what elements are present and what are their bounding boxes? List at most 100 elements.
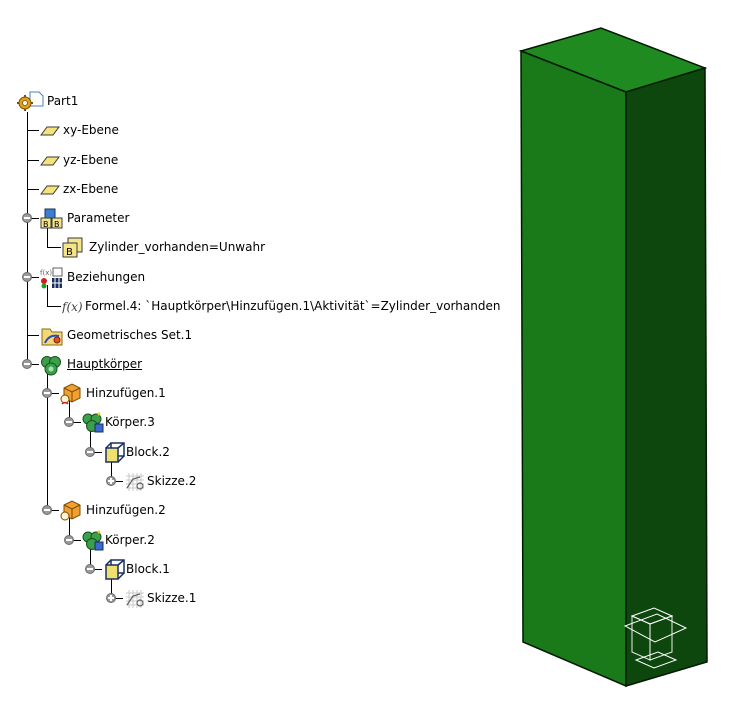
tree-node-main-body[interactable]: Hauptkörper [40, 353, 143, 376]
tree-node-xy-plane[interactable]: xy-Ebene [40, 119, 119, 141]
plane-icon [40, 150, 60, 170]
tree-label: Geometrisches Set.1 [67, 328, 193, 342]
body-icon [82, 412, 104, 433]
tree-node-pad-1[interactable]: Block.1 [103, 558, 170, 580]
tree-label: Parameter [67, 211, 130, 225]
block-side-face [625, 66, 708, 688]
tree-node-yz-plane[interactable]: yz-Ebene [40, 149, 118, 171]
tree-label: Formel.4: `Hauptkörper\Hinzufügen.1\Akti… [85, 299, 501, 313]
collapse-toggle[interactable] [42, 388, 52, 398]
tree-line [47, 372, 48, 510]
tree-line [90, 431, 91, 453]
tree-line [47, 510, 59, 511]
block-front-face [520, 49, 627, 688]
tree-label: yz-Ebene [63, 153, 119, 167]
tree-node-body-3[interactable]: Körper.3 [82, 411, 155, 433]
svg-text:f(x): f(x) [40, 269, 52, 277]
svg-text:f(x): f(x) [62, 300, 83, 314]
tree-label: Hinzufügen.2 [86, 503, 166, 517]
tree-line [90, 452, 102, 453]
tree-node-parameter-value[interactable]: B Zylinder_vorhanden=Unwahr [62, 236, 265, 258]
body-icon [40, 354, 61, 376]
part-gear-icon [16, 91, 44, 111]
tree-line [47, 247, 61, 248]
collapse-toggle[interactable] [85, 564, 95, 574]
tree-line [90, 569, 102, 570]
tree-line [69, 518, 70, 540]
tree-line [111, 577, 112, 599]
tree-node-body-2[interactable]: Körper.2 [82, 529, 155, 551]
plane-icon [40, 179, 60, 199]
collapse-toggle[interactable] [42, 505, 52, 515]
tree-label: zx-Ebene [63, 182, 119, 196]
tree-label: Körper.3 [105, 415, 155, 429]
tree-line [47, 285, 48, 307]
tree-line [27, 160, 39, 161]
tree-label: Part1 [47, 94, 79, 108]
tree-line [47, 306, 61, 307]
parameter-icon: B B [40, 208, 63, 229]
tree-node-part1[interactable]: Part1 [16, 90, 78, 112]
tree-line [111, 598, 123, 599]
tree-line [69, 422, 81, 423]
tree-label: xy-Ebene [63, 123, 119, 137]
collapse-toggle[interactable] [64, 535, 74, 545]
plane-icon [40, 120, 60, 140]
svg-text:B: B [43, 220, 49, 229]
tree-node-add-1[interactable]: Hinzufügen.1 [60, 382, 166, 405]
expand-toggle[interactable] [106, 476, 116, 486]
tree-line [27, 364, 39, 365]
tree-label: Block.1 [126, 562, 170, 576]
tree-label: Skizze.2 [147, 474, 197, 488]
tree-node-formula[interactable]: f(x) Formel.4: `Hauptkörper\Hinzufügen.1… [62, 295, 500, 317]
collapse-toggle[interactable] [64, 417, 74, 427]
tree-label: Skizze.1 [147, 591, 197, 605]
tree-line [90, 548, 91, 570]
tree-node-pad-2[interactable]: Block.2 [103, 441, 170, 463]
collapse-toggle[interactable] [22, 213, 32, 223]
tree-label: Hinzufügen.1 [86, 386, 166, 400]
3d-viewport[interactable] [510, 20, 740, 700]
tree-line [69, 401, 70, 423]
tree-line [69, 540, 81, 541]
add-operation-icon [60, 383, 81, 405]
tree-node-sketch-2[interactable]: Skizze.2 [124, 470, 196, 492]
geometrical-set-icon [40, 325, 63, 346]
tree-node-relations[interactable]: f(x) Beziehungen [40, 266, 146, 289]
tree-node-geometrical-set[interactable]: Geometrisches Set.1 [40, 324, 192, 346]
tree-line [111, 481, 123, 482]
tree-node-zx-plane[interactable]: zx-Ebene [40, 178, 118, 200]
pad-icon [103, 442, 125, 463]
tree-label: Körper.2 [105, 533, 155, 547]
collapse-toggle[interactable] [85, 447, 95, 457]
collapse-toggle[interactable] [22, 359, 32, 369]
body-icon [82, 530, 104, 551]
tree-line [27, 218, 39, 219]
tree-node-sketch-1[interactable]: Skizze.1 [124, 587, 196, 609]
tree-line [27, 189, 39, 190]
tree-line [27, 335, 39, 336]
tree-line [27, 277, 39, 278]
tree-line [111, 460, 112, 482]
relation-icon: f(x) [40, 267, 63, 289]
tree-label: Zylinder_vorhanden=Unwahr [89, 240, 266, 254]
parameter-boolean-icon: B [62, 237, 83, 258]
solid-block[interactable] [510, 20, 740, 700]
sketch-icon [124, 471, 144, 491]
tree-label: Hauptkörper [67, 357, 143, 371]
sketch-icon [124, 588, 144, 608]
svg-text:B: B [66, 247, 73, 258]
expand-toggle[interactable] [106, 593, 116, 603]
formula-icon: f(x) [62, 296, 83, 316]
tree-line [27, 130, 39, 131]
compass-axis-icon [623, 607, 688, 669]
tree-line [47, 226, 48, 248]
collapse-toggle[interactable] [22, 272, 32, 282]
tree-line [27, 112, 28, 365]
tree-label: Block.2 [126, 445, 170, 459]
add-operation-icon [60, 500, 81, 521]
tree-label: Beziehungen [67, 270, 146, 284]
tree-node-parameter[interactable]: B B Parameter [40, 207, 129, 229]
specification-tree: Part1 xy-Ebene yz-Ebene zx-Ebene B B [16, 90, 500, 609]
tree-node-add-2[interactable]: Hinzufügen.2 [60, 499, 166, 521]
